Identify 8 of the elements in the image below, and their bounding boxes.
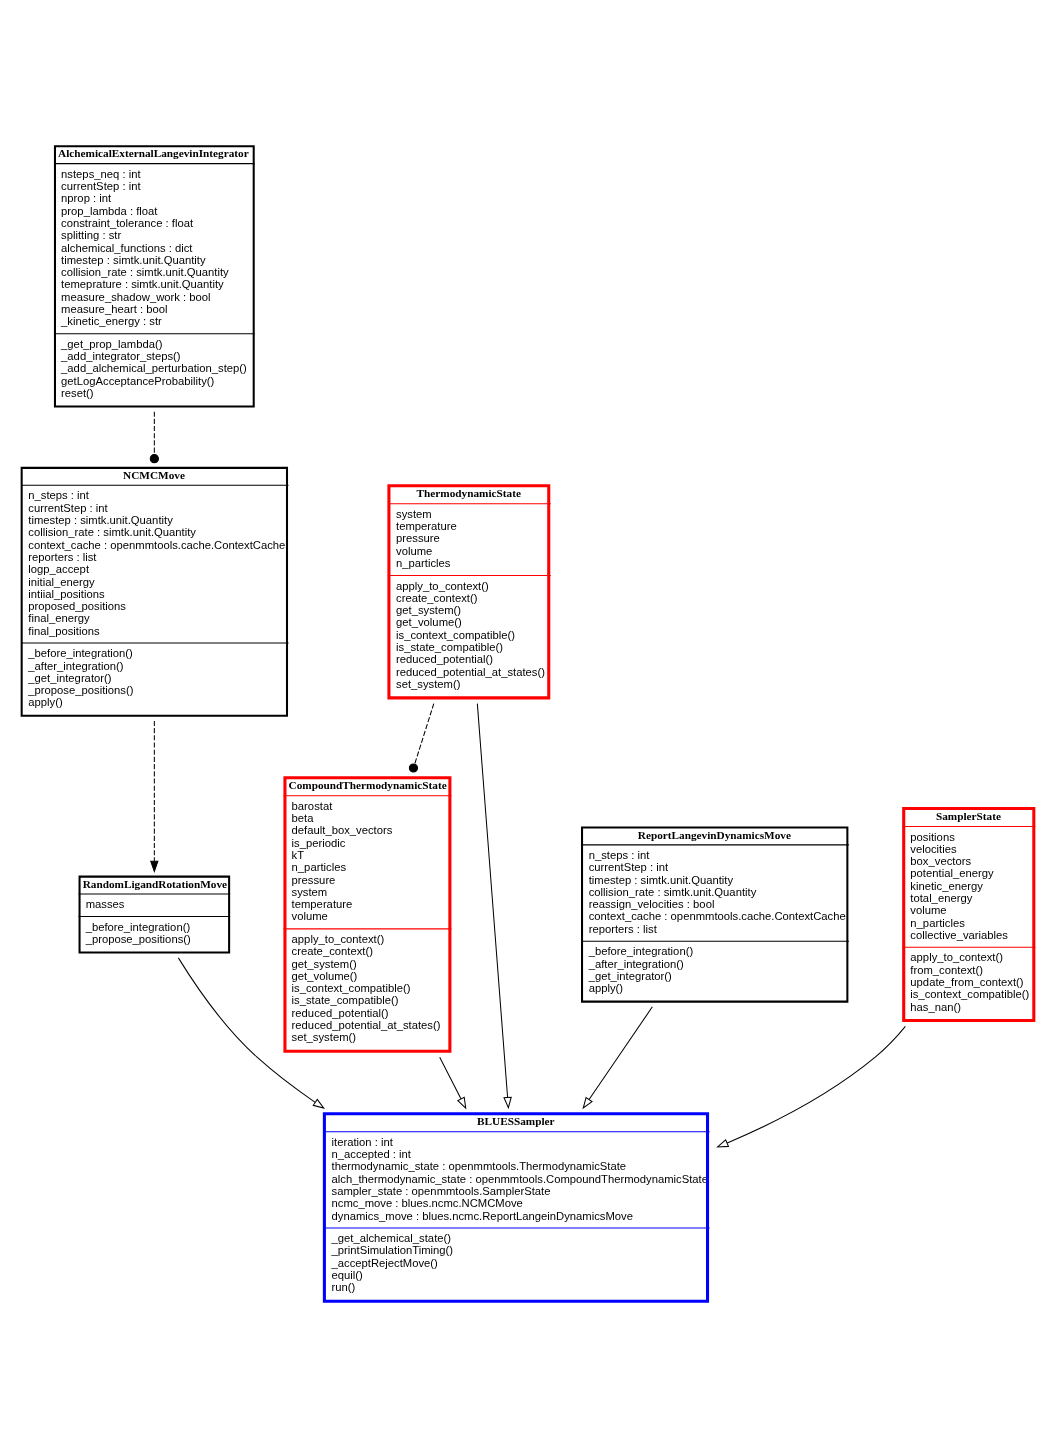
arrow — [476, 702, 512, 1109]
arrow — [177, 956, 326, 1109]
arrow — [150, 720, 159, 873]
connector — [408, 702, 435, 773]
connector — [149, 410, 159, 463]
arrow — [716, 1025, 906, 1148]
arrow — [582, 1005, 653, 1109]
arrow — [439, 1056, 467, 1109]
